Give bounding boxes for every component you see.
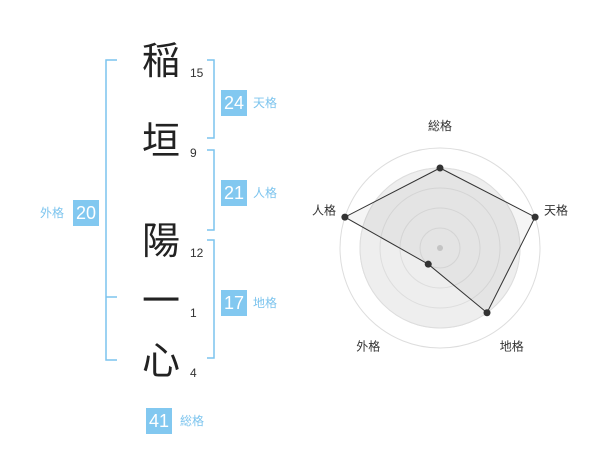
soukaku-value-badge: 41	[146, 408, 172, 434]
radar-axis-label-4: 外格	[356, 339, 380, 354]
radar-axis-label-5: 人格	[312, 202, 336, 217]
radar-point-3	[483, 309, 491, 317]
chikaku-value-badge: 17	[221, 290, 247, 316]
tenkaku-bracket	[207, 59, 215, 139]
gaikaku-value-badge: 20	[73, 200, 99, 226]
gaikaku-label: 外格	[40, 206, 65, 220]
name-char-4: 一	[141, 279, 180, 323]
stroke-count-1: 15	[190, 66, 204, 80]
name-char-2: 垣	[141, 119, 180, 163]
gaikaku-bracket-upper	[105, 59, 117, 361]
name-char-5: 心	[141, 339, 180, 383]
name-char-1: 稲	[141, 39, 180, 83]
radar-ring	[419, 227, 461, 269]
jinkaku-bracket	[207, 149, 215, 231]
stroke-count-3: 12	[190, 246, 204, 260]
chikaku-bracket	[207, 239, 215, 359]
radar-axis-label-2: 天格	[544, 202, 568, 217]
radar-value-polygon	[343, 167, 536, 314]
radar-point-2	[531, 213, 539, 221]
name-char-3: 陽	[141, 219, 180, 263]
tenkaku-label: 天格	[253, 96, 278, 110]
radar-point-4	[424, 260, 432, 268]
chikaku-label: 地格	[253, 296, 278, 310]
radar-point-5	[341, 213, 349, 221]
stroke-count-2: 9	[190, 146, 197, 160]
radar-axis-label-1: 総格	[428, 118, 452, 133]
stroke-count-4: 1	[190, 306, 197, 320]
radar-ring	[379, 187, 501, 309]
soukaku-label: 総格	[180, 414, 205, 428]
jinkaku-value-badge: 21	[221, 180, 247, 206]
stroke-count-5: 4	[190, 366, 197, 380]
tenkaku-value-badge: 24	[221, 90, 247, 116]
radar-point-1	[436, 164, 444, 172]
radar-center-dot	[437, 245, 443, 251]
radar-axis-label-3: 地格	[500, 339, 524, 354]
jinkaku-label: 人格	[253, 186, 278, 200]
